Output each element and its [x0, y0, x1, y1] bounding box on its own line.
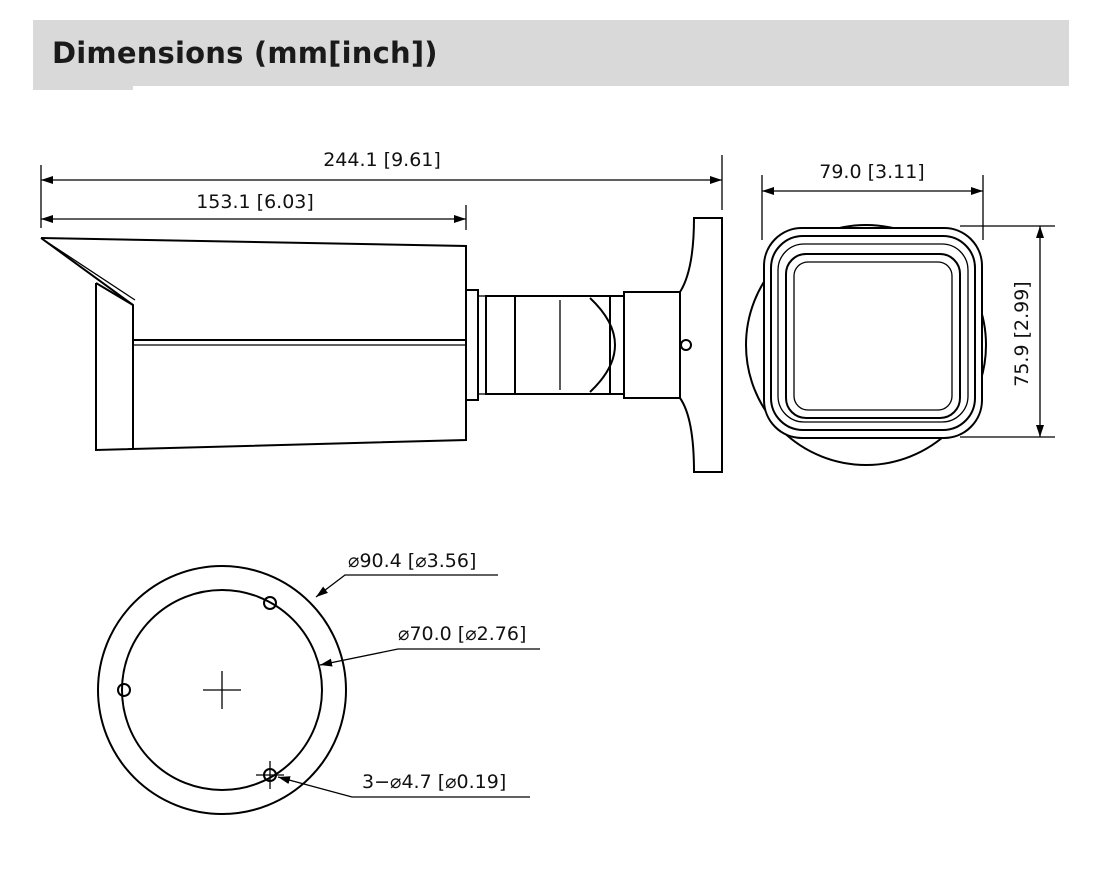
- front-body: [770, 235, 976, 431]
- page-title: Dimensions (mm[inch]): [52, 36, 438, 70]
- header-underline: [33, 86, 133, 90]
- base-outer-circle: [97, 565, 347, 815]
- bracket-neck: [623, 291, 681, 399]
- bracket-screw-icon: [680, 339, 692, 351]
- header-bar: [33, 20, 1069, 86]
- front-sunshield: [763, 227, 983, 439]
- sunshield-top: [40, 237, 467, 260]
- camera-body-outline: [95, 246, 467, 452]
- housing-length-label: 153.1 [6.03]: [196, 191, 314, 213]
- front-lens-window-inner: [793, 261, 953, 411]
- camera-front-bevel: [95, 282, 134, 306]
- rear-cap-inner: [477, 295, 487, 395]
- sunshield-edge: [43, 239, 136, 301]
- hole-circle-label: ⌀70.0 [⌀2.76]: [398, 623, 526, 645]
- mounting-holes-label: 3−⌀4.7 [⌀0.19]: [362, 771, 506, 793]
- outer-diameter-leader: [315, 574, 498, 598]
- rear-cap: [465, 289, 479, 401]
- front-width-label: 79.0 [3.11]: [819, 161, 924, 183]
- outer-diameter-label: ⌀90.4 [⌀3.56]: [348, 550, 476, 572]
- side-view: 244.1 [9.61] 153.1 [6.03]: [40, 149, 723, 473]
- overall-length-label: 244.1 [9.61]: [323, 149, 441, 171]
- front-mount-disc: [745, 224, 987, 466]
- base-view: ⌀90.4 [⌀3.56] ⌀70.0 [⌀2.76] 3−⌀4.7 [⌀0.1…: [97, 550, 540, 815]
- front-bezel: [777, 243, 969, 423]
- sunshield-slope: [40, 237, 134, 450]
- mounting-holes-leader: [277, 776, 530, 798]
- mounting-hole-2: [117, 683, 131, 697]
- bracket-collar: [609, 295, 625, 395]
- mount-base: [679, 217, 723, 473]
- bracket-arm: [485, 295, 611, 395]
- mounting-hole-1: [263, 596, 277, 610]
- bracket-joint: [589, 297, 616, 393]
- front-lens-window: [785, 253, 961, 419]
- base-hole-circle: [121, 589, 323, 791]
- hole-circle-leader: [319, 648, 540, 667]
- front-height-label: 75.9 [2.99]: [1011, 281, 1033, 386]
- front-view: 79.0 [3.11] 75.9 [2.99]: [745, 161, 1055, 466]
